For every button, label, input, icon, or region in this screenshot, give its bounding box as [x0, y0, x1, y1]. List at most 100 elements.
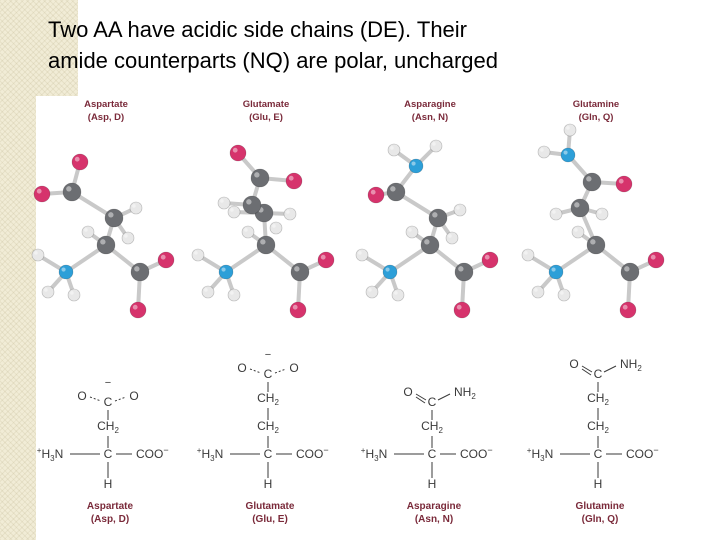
atom-highlight [385, 267, 390, 272]
atom-o [229, 144, 247, 162]
atom-highlight [370, 189, 376, 195]
atom-o [157, 251, 175, 269]
atom-c [620, 262, 640, 282]
atom-h [227, 205, 241, 219]
atom-highlight [368, 288, 372, 292]
formula-label-name: Glutamine [576, 501, 625, 512]
atom-c [256, 235, 276, 255]
atom-highlight [34, 251, 38, 255]
atom-h [429, 139, 443, 153]
figure-panel [36, 96, 720, 540]
amide-nh2-label: NH2 [620, 357, 642, 373]
bond [603, 365, 617, 373]
bond [415, 393, 427, 401]
ch2-label: CH2 [97, 419, 119, 435]
atom-h [283, 207, 297, 221]
atom-c [62, 182, 82, 202]
alpha-carbon-label: C [594, 447, 603, 461]
atom-highlight [221, 267, 226, 272]
atom-c [96, 235, 116, 255]
atom-highlight [272, 224, 276, 228]
formula-label-abbr: (Asp, D) [91, 514, 129, 525]
atom-highlight [408, 228, 412, 232]
oxygen-label: O [77, 389, 86, 403]
carbon-label: C [104, 395, 113, 409]
atom-highlight [563, 150, 568, 155]
atom-highlight [618, 178, 624, 184]
ch2-label: CH2 [257, 391, 279, 407]
atom-h [81, 225, 95, 239]
atom-highlight [552, 210, 556, 214]
atom-c [582, 172, 602, 192]
oxygen-label: O [289, 361, 298, 375]
atom-highlight [61, 267, 66, 272]
amino-group-label: +H3N [197, 446, 223, 463]
atom-o [71, 153, 89, 171]
model-asparagine [355, 139, 499, 319]
atom-h [531, 285, 545, 299]
atom-h [537, 145, 551, 159]
atom-highlight [320, 254, 326, 260]
atom-o [317, 251, 335, 269]
atom-highlight [230, 208, 234, 212]
atom-highlight [448, 234, 452, 238]
atom-highlight [566, 126, 570, 130]
bond [89, 396, 102, 402]
atom-highlight [534, 288, 538, 292]
hydrogen-label: H [264, 477, 273, 491]
atom-h [129, 201, 143, 215]
atom-highlight [220, 199, 224, 203]
charge-label: − [265, 349, 271, 361]
model-label-abbr: (Asn, N) [412, 112, 448, 123]
atom-h [557, 288, 571, 302]
oxygen-label: O [129, 389, 138, 403]
atom-highlight [132, 204, 136, 208]
atom-highlight [524, 251, 528, 255]
amide-nh2-label: NH2 [454, 385, 476, 401]
hydrogen-label: H [104, 477, 113, 491]
ch2-label: CH2 [257, 419, 279, 435]
atom-highlight [124, 234, 128, 238]
oxygen-label: O [569, 357, 578, 371]
bond [249, 368, 262, 374]
bond [114, 396, 127, 402]
atom-n [58, 264, 74, 280]
carbon-label: C [428, 395, 437, 409]
atom-highlight [84, 228, 88, 232]
formula-label-abbr: (Gln, Q) [582, 514, 619, 525]
atom-n [560, 147, 576, 163]
atom-c [420, 235, 440, 255]
atom-h [31, 248, 45, 262]
atom-h [241, 225, 255, 239]
oxygen-label: O [403, 385, 412, 399]
atom-highlight [66, 186, 72, 192]
atom-h [41, 285, 55, 299]
ball-stick-models [31, 123, 665, 319]
atom-h [391, 288, 405, 302]
atom-highlight [244, 228, 248, 232]
atom-highlight [484, 254, 490, 260]
atom-highlight [70, 291, 74, 295]
formula-label-abbr: (Glu, E) [252, 514, 288, 525]
atom-highlight [424, 239, 430, 245]
atom-highlight [246, 199, 252, 205]
atom-highlight [458, 266, 464, 272]
carbon-label: C [264, 367, 273, 381]
model-label-name: Glutamine [573, 99, 619, 110]
bond [274, 368, 287, 374]
atom-o [481, 251, 499, 269]
atom-h [67, 288, 81, 302]
atom-o [647, 251, 665, 269]
atom-n [408, 158, 424, 174]
model-label-name: Aspartate [84, 99, 128, 110]
alpha-carbon-label: C [104, 447, 113, 461]
model-glutamate [191, 144, 335, 319]
atom-highlight [411, 161, 416, 166]
atom-o [615, 175, 633, 193]
atom-h [227, 288, 241, 302]
atom-o [453, 301, 471, 319]
